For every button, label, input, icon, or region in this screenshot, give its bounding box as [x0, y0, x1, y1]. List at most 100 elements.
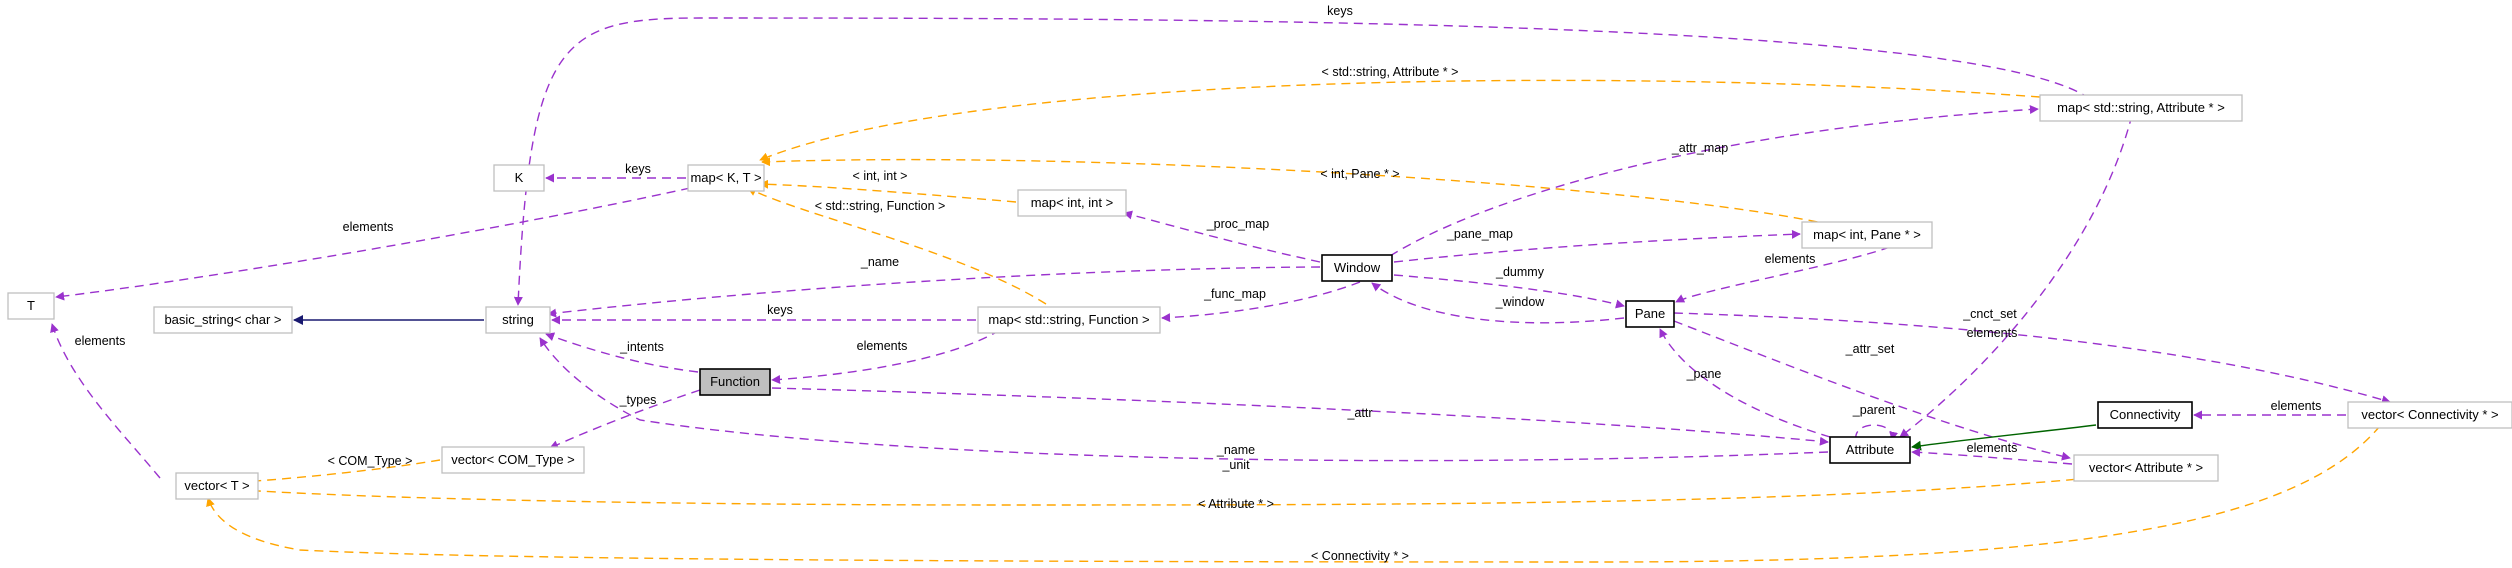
edge-elements-vecattr: elements [1911, 441, 2073, 465]
node-T[interactable]: T [7, 292, 55, 320]
edge-pane-map: _pane_map [1393, 227, 1801, 263]
edge-template-connectivity-ptr: < Connectivity * > [206, 425, 2381, 563]
edge-label-keys-mapKT: keys [625, 162, 651, 176]
node-label-map-int-pane: map< int, Pane * > [1813, 227, 1921, 242]
node-label-map-int-int: map< int, int > [1031, 195, 1113, 210]
edge-elements-attr-top: elements [1899, 114, 2133, 438]
edge-inherit-connectivity-attribute [1911, 424, 2097, 451]
edge-window-back: _window [1371, 282, 1625, 324]
node-label-pane: Pane [1635, 306, 1665, 321]
edge-dummy: _dummy [1393, 265, 1625, 309]
node-label-attribute: Attribute [1846, 442, 1894, 457]
node-map-K-T[interactable]: map< K, T > [687, 164, 765, 192]
node-label-map-K-T: map< K, T > [690, 170, 761, 185]
node-label-K: K [515, 170, 524, 185]
edge-label-dummy: _dummy [1495, 265, 1545, 279]
node-function[interactable]: Function [699, 368, 771, 396]
node-K[interactable]: K [493, 164, 545, 192]
edge-proc-map: _proc_map [1123, 210, 1321, 263]
edge-label-elements-attr-top: elements [1967, 326, 2018, 340]
edge-elements-mapKT-T: elements [55, 187, 691, 301]
node-pane[interactable]: Pane [1625, 300, 1675, 328]
node-label-vector-com-type: vector< COM_Type > [451, 452, 575, 467]
edge-label-types: _types [619, 393, 657, 407]
node-label-connectivity: Connectivity [2110, 407, 2181, 422]
edge-label-proc-map: _proc_map [1206, 217, 1270, 231]
edge-label-elements-T: elements [343, 220, 394, 234]
edge-label-name-window: _name [860, 255, 899, 269]
edge-elements-conn: elements [2193, 399, 2346, 420]
edge-label-attr: _attr [1346, 406, 1372, 420]
node-map-string-function[interactable]: map< std::string, Function > [977, 306, 1161, 334]
edge-types: _types [549, 389, 701, 449]
edge-attr-set: _attr_set [1673, 320, 2071, 461]
edge-attr-map: _attr_map [1389, 105, 2039, 257]
edge-elements-fn: elements [771, 329, 1001, 384]
edge-template-string-attribute: < std::string, Attribute * > [759, 65, 2041, 162]
edge-cnct-set: _cnct_set [1673, 307, 2391, 405]
edge-label-std-string-function: < std::string, Function > [815, 199, 946, 213]
node-label-string: string [502, 312, 534, 327]
edge-name-window: _name [547, 255, 1321, 318]
edge-label-connectivity-ptr: < Connectivity * > [1311, 549, 1409, 563]
edge-intents: _intents [545, 332, 699, 373]
node-window[interactable]: Window [1321, 254, 1393, 282]
edge-label-intents: _intents [619, 340, 664, 354]
node-string[interactable]: string [485, 306, 551, 334]
edge-label-attr-map: _attr_map [1671, 141, 1728, 155]
edge-template-int-pane: < int, Pane * > [761, 157, 1833, 226]
edge-template-int-int: < int, int > [759, 169, 1017, 203]
edge-label-parent: _parent [1852, 403, 1896, 417]
node-label-vector-connectivity: vector< Connectivity * > [2361, 407, 2498, 422]
edge-elements-pane: elements [1675, 246, 1891, 303]
edge-pane-back: _pane [1659, 328, 1831, 438]
edge-elements-vecT: elements [50, 323, 161, 479]
edge-label-func-map: _func_map [1203, 287, 1266, 301]
edge-label-cnct-set: _cnct_set [1962, 307, 2017, 321]
edge-attr: _attr [771, 387, 1829, 446]
edge-keys-mapfn: keys [551, 303, 976, 325]
edge-label-std-string-attribute: < std::string, Attribute * > [1322, 65, 1459, 79]
node-label-T: T [27, 298, 35, 313]
node-label-function: Function [710, 374, 760, 389]
edge-label-pane-map: _pane_map [1446, 227, 1513, 241]
edge-template-attribute-ptr: < Attribute * > [241, 477, 2091, 511]
edge-label-com-type: < COM_Type > [328, 454, 413, 468]
node-label-basic-string: basic_string< char > [164, 312, 281, 327]
node-map-int-pane[interactable]: map< int, Pane * > [1801, 221, 1933, 249]
edge-label-keys-mapfn: keys [767, 303, 793, 317]
edge-label-keys-top: keys [1327, 4, 1353, 18]
edge-label-unit-attr: _unit [1221, 458, 1250, 472]
node-basic-string[interactable]: basic_string< char > [153, 306, 293, 334]
edge-label-int-int: < int, int > [853, 169, 908, 183]
edge-keys-mapKT-K: keys [545, 162, 686, 183]
edge-name-unit-attr: _name _unit [539, 337, 1829, 472]
node-label-window: Window [1334, 260, 1381, 275]
edge-label-attr-set: _attr_set [1845, 342, 1895, 356]
edge-label-elements-fn: elements [857, 339, 908, 353]
edge-label-elements-vecattr: elements [1967, 441, 2018, 455]
edge-parent-loop: _parent [1852, 403, 1898, 441]
node-vector-attribute[interactable]: vector< Attribute * > [2073, 454, 2219, 482]
edge-label-elements-vecT: elements [75, 334, 126, 348]
node-map-int-int[interactable]: map< int, int > [1017, 189, 1127, 217]
node-label-vector-T: vector< T > [184, 478, 249, 493]
node-label-vector-attribute: vector< Attribute * > [2089, 460, 2203, 475]
node-map-string-attribute[interactable]: map< std::string, Attribute * > [2039, 94, 2243, 122]
node-connectivity[interactable]: Connectivity [2097, 401, 2193, 429]
edge-label-window: _window [1495, 295, 1546, 309]
edge-label-elements-pane: elements [1765, 252, 1816, 266]
edge-label-int-pane: < int, Pane * > [1320, 167, 1399, 181]
edge-label-attribute-ptr: < Attribute * > [1198, 497, 1274, 511]
node-label-map-string-attribute: map< std::string, Attribute * > [2057, 100, 2225, 115]
edge-label-name-attr: _name [1216, 443, 1255, 457]
node-vector-connectivity[interactable]: vector< Connectivity * > [2347, 401, 2512, 429]
edge-label-elements-conn: elements [2271, 399, 2322, 413]
node-vector-T[interactable]: vector< T > [175, 472, 259, 500]
edge-template-string-function: < std::string, Function > [747, 187, 1047, 305]
edge-func-map: _func_map [1161, 281, 1361, 323]
node-vector-com-type[interactable]: vector< COM_Type > [441, 446, 585, 474]
node-attribute[interactable]: Attribute [1829, 436, 1911, 464]
edge-keys-top: keys [513, 4, 2091, 306]
